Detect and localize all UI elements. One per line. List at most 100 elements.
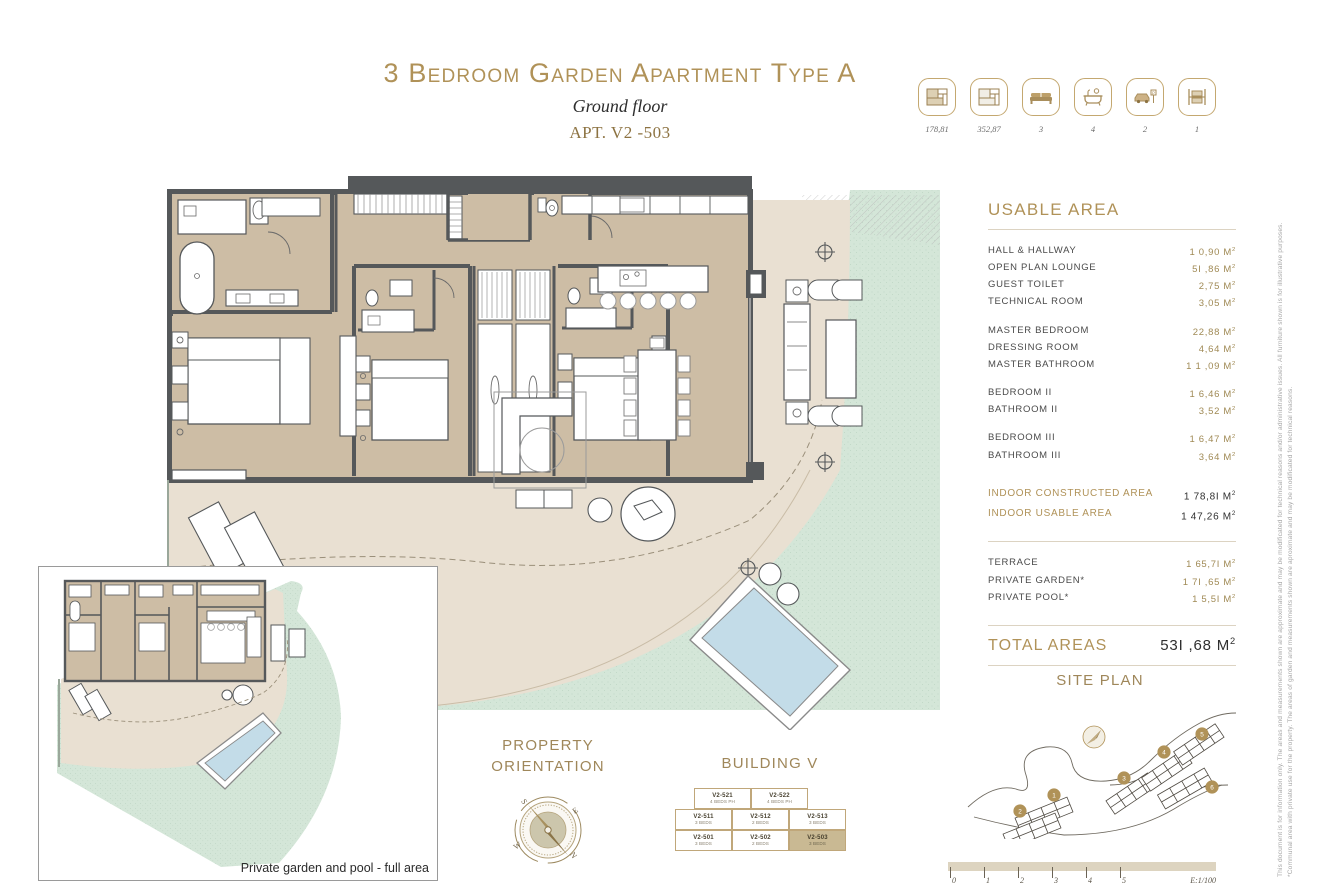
building-unit-cell[interactable]: V2-511 3 BEDS [675, 809, 732, 830]
building-unit-cell[interactable]: V2-512 2 BEDS [732, 809, 789, 830]
feature-total-area: 352,87 [970, 78, 1008, 134]
area-value: 3,52 M2 [1198, 406, 1236, 418]
area-value: 3,05 M2 [1198, 298, 1236, 310]
area-value: 1 7I ,65 M2 [1182, 576, 1236, 588]
total-areas-value: 53I ,68 M2 [1160, 635, 1236, 654]
area-label: PRIVATE GARDEN* [988, 574, 1085, 586]
site-plan-panel: SITE PLAN [960, 672, 1240, 850]
unit-id: V2-511 [693, 814, 714, 820]
feature-value: 1 [1194, 124, 1200, 134]
legal-disclaimer: This document is for information only. T… [1272, 0, 1306, 895]
compass-rose-icon: N S E W [512, 796, 582, 864]
unit-beds: 2 BEDS [752, 820, 769, 825]
area-value: 1 78,8I M2 [1183, 489, 1236, 503]
building-unit-cell[interactable]: V2-502 2 BEDS [732, 830, 789, 851]
area-row: PRIVATE POOL*1 5,5I M2 [988, 590, 1236, 607]
area-group: BEDROOM III 1 6,47 M2 BATHROOM III 3,64 M2 [988, 430, 1236, 464]
total-areas-row: TOTAL AREAS 53I ,68 M2 [988, 636, 1236, 655]
svg-text:2: 2 [1018, 808, 1022, 815]
feature-value: 3 [1038, 124, 1044, 134]
page-header: 3 Bedroom Garden Apartment type A Ground… [0, 58, 1240, 143]
unit-id: V2-501 [693, 835, 714, 841]
svg-text:3: 3 [1122, 775, 1126, 782]
site-compass-icon [1082, 725, 1106, 749]
building-row: V2-511 3 BEDS V2-512 2 BEDS V2-513 3 BED… [675, 809, 865, 830]
feature-storage: 1 [1178, 78, 1216, 134]
feature-bedrooms: 3 [1022, 78, 1060, 134]
floorplan-total-icon [970, 78, 1008, 116]
unit-beds: 3 BEDS [809, 820, 826, 825]
area-label: HALL & HALLWAY [988, 245, 1077, 256]
area-value: 22,88 M2 [1192, 326, 1236, 338]
building-heading: BUILDING V [721, 755, 819, 772]
feature-bathrooms: 4 [1074, 78, 1112, 134]
area-label: BEDROOM II [988, 387, 1053, 399]
area-label: INDOOR USABLE AREA [988, 508, 1113, 520]
scale-bar: 0 1 2 3 4 5 E:1/100 [948, 862, 1238, 887]
scale-tick-label: 0 [952, 876, 956, 885]
feature-value: 352,87 [977, 124, 1001, 134]
area-label: BATHROOM III [988, 449, 1062, 461]
area-label: DRESSING ROOM [988, 341, 1079, 353]
unit-id: V2-502 [750, 835, 771, 841]
building-unit-cell[interactable]: V2-501 3 BEDS [675, 830, 732, 851]
building-row: V2-501 3 BEDS V2-502 2 BEDS V2-503 3 BED… [675, 830, 865, 851]
scale-ticks: 0 1 2 3 4 5 E:1/100 [948, 867, 1216, 887]
site-plan-map: 1 2 3 4 5 6 [967, 712, 1237, 850]
bathtub-icon [1074, 78, 1112, 116]
area-value: 1 5,5I M2 [1192, 593, 1236, 605]
total-areas-label: TOTAL AREAS [988, 636, 1108, 654]
feature-value: 2 [1142, 124, 1148, 134]
area-label: OPEN PLAN LOUNGE [988, 262, 1097, 274]
storage-icon [1178, 78, 1216, 116]
building-unit-cell[interactable]: V2-521 4 BEDS PH [694, 788, 751, 809]
svg-text:5: 5 [1200, 731, 1204, 738]
feature-icon-row: 178,81 352,87 [918, 78, 1216, 134]
svg-text:P: P [1152, 90, 1155, 95]
area-row: PRIVATE GARDEN* 1 7I ,65 M2 [988, 573, 1236, 590]
feature-value: 178,81 [925, 124, 949, 134]
site-marker: 6 [1205, 780, 1219, 794]
area-value: 1 6,47 M2 [1189, 434, 1236, 446]
divider [988, 229, 1236, 230]
unit-id: V2-512 [750, 814, 771, 820]
area-label: GUEST TOILET [988, 279, 1065, 291]
site-marker: 1 [1047, 788, 1061, 802]
area-label: TECHNICAL ROOM [988, 296, 1084, 308]
site-marker: 5 [1195, 727, 1209, 741]
area-value: 4,64 M2 [1198, 343, 1236, 355]
building-unit-cell-selected[interactable]: V2-503 3 BEDS [789, 830, 846, 851]
area-group: MASTER BEDROOM 22,88 M2 DRESSING ROOM 4,64… [988, 323, 1236, 374]
orientation-heading-line2: ORIENTATION [491, 758, 605, 775]
area-value: 3,64 M2 [1198, 451, 1236, 463]
apartment-code: APT. V2 -503 [569, 123, 671, 142]
building-unit-cell[interactable]: V2-513 3 BEDS [789, 809, 846, 830]
unit-beds: 4 BEDS PH [710, 799, 735, 804]
building-row: V2-521 4 BEDS PH V2-522 4 BEDS PH [694, 788, 865, 809]
svg-text:1: 1 [1052, 792, 1056, 799]
area-label: MASTER BEDROOM [988, 324, 1090, 336]
scale-tick-label: 2 [1020, 876, 1024, 885]
site-marker: 4 [1157, 745, 1171, 759]
building-unit-cell[interactable]: V2-522 4 BEDS PH [751, 788, 808, 809]
feature-constructed-area: 178,81 [918, 78, 956, 134]
orientation-heading-line1: PROPERTY [502, 737, 594, 754]
area-row: OPEN PLAN LOUNGE 5I ,86 M2 [988, 260, 1236, 277]
svg-text:N: N [568, 850, 579, 860]
svg-text:W: W [512, 840, 524, 852]
area-value: 5I ,86 M2 [1192, 264, 1236, 276]
area-value: 1 1 ,09 M2 [1186, 360, 1236, 373]
feature-value: 4 [1090, 124, 1096, 134]
area-label: BEDROOM III [988, 432, 1056, 444]
unit-beds: 3 BEDS [695, 820, 712, 825]
inset-caption: Private garden and pool - full area [240, 861, 429, 875]
disclaimer-line-2: *Communal area with private use for the … [1287, 386, 1294, 877]
